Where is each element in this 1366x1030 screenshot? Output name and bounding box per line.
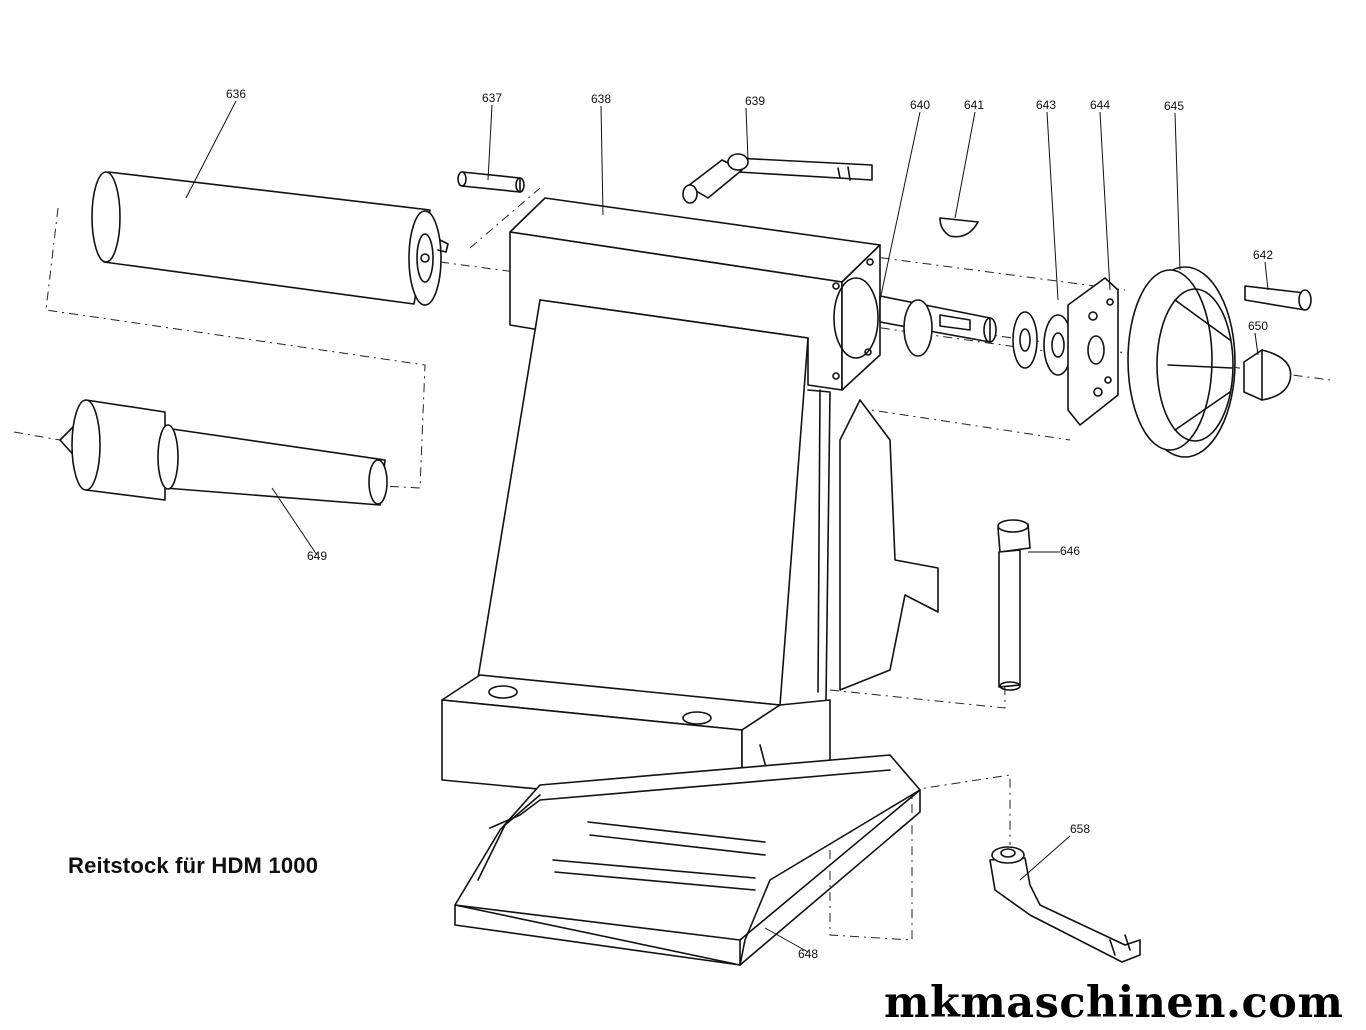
label-640: 640: [910, 98, 930, 112]
part-639-clamp-lever: [682, 153, 873, 204]
leader-lines: [185, 100, 1269, 953]
part-644-flange: [1067, 277, 1119, 426]
part-646-bolt: [997, 519, 1031, 691]
part-645-handwheel: [1127, 266, 1236, 458]
part-650-cap-nut: [1243, 349, 1292, 401]
part-637-key: [457, 171, 525, 193]
label-638: 638: [591, 92, 611, 106]
label-645: 645: [1164, 99, 1184, 113]
part-640-spindle: [879, 295, 997, 357]
watermark-logo: mkmaschinen.com: [884, 978, 1344, 1028]
label-642: 642: [1253, 248, 1273, 262]
label-637: 637: [482, 91, 502, 105]
part-643-washers: [1012, 311, 1073, 376]
part-658-clamp-lever: [989, 846, 1141, 963]
label-646: 646: [1060, 544, 1080, 558]
part-638-tailstock-body: [441, 197, 939, 809]
label-648: 648: [798, 947, 818, 961]
part-636-quill: [91, 171, 449, 306]
label-643: 643: [1036, 98, 1056, 112]
part-648-base-plate: [454, 754, 921, 966]
part-number-labels: 636 637 638 639 640 641 643 644 645 642 …: [226, 87, 1273, 961]
label-649: 649: [307, 549, 327, 563]
label-644: 644: [1090, 98, 1110, 112]
label-641: 641: [964, 98, 984, 112]
part-642-handle-pin: [1244, 285, 1312, 311]
drawing-title: Reitstock für HDM 1000: [68, 853, 319, 878]
label-658: 658: [1070, 822, 1090, 836]
label-639: 639: [745, 94, 765, 108]
part-641-woodruff-key: [939, 217, 979, 238]
label-636: 636: [226, 87, 246, 101]
part-649-live-center: [59, 399, 388, 506]
label-650: 650: [1248, 319, 1268, 333]
